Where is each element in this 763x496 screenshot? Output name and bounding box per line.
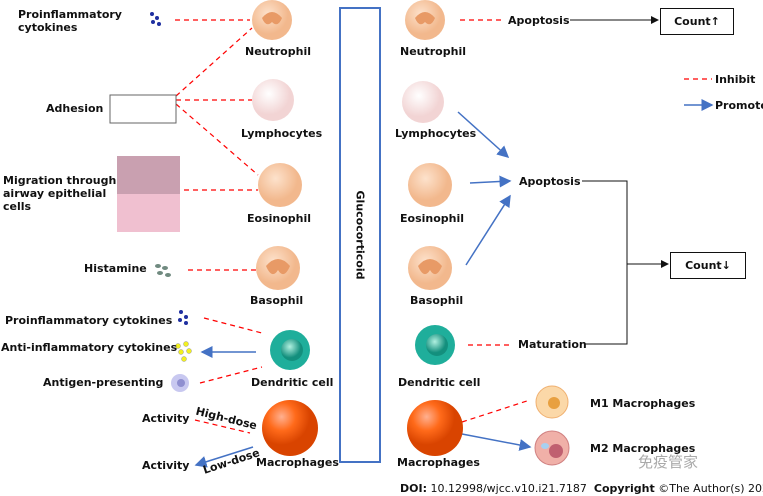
right-cell-label: Macrophages: [397, 456, 480, 469]
promote-arrows: [194, 99, 714, 468]
label-proinflammatory-cytokines: Proinflammatory cytokines: [18, 8, 122, 34]
glucocorticoid-box: Glucocorticoid: [339, 7, 381, 463]
label-activity-low: Activity: [142, 459, 190, 472]
migration-image: [117, 156, 180, 194]
label-m1-macrophages: M1 Macrophages: [590, 397, 696, 410]
macrophage-cell: [262, 400, 318, 456]
right-cell-label: Neutrophil: [400, 45, 466, 58]
copyright-label: Copyright: [593, 482, 655, 495]
black-connectors: [570, 16, 669, 345]
label-maturation: Maturation: [518, 338, 587, 351]
inhibit-lines: [175, 19, 712, 434]
right-cell-label: Eosinophil: [400, 212, 465, 225]
count-up-label: Count↑: [674, 15, 720, 28]
left-cell-label: Dendritic cell: [251, 376, 334, 389]
count-up-box: Count↑: [660, 8, 734, 35]
left-cell-label: Neutrophil: [245, 45, 311, 58]
right-cell-label: Lymphocytes: [395, 127, 477, 140]
footer: DOI: 10.12998/wjcc.v10.i21.7187 Copyrigh…: [400, 482, 763, 495]
watermark: 免疫管家: [638, 453, 699, 471]
doi: 10.12998/wjcc.v10.i21.7187: [430, 482, 587, 495]
copyright: ©The Author(s) 2022.: [658, 482, 763, 495]
legend-inhibit: Inhibit: [715, 73, 756, 86]
histamine-dots: [155, 264, 171, 277]
count-down-label: Count↓: [685, 259, 731, 272]
count-down-box: Count↓: [670, 252, 746, 279]
doi-label: DOI:: [400, 482, 427, 495]
label-adhesion: Adhesion: [46, 102, 104, 115]
right-cell-label: Dendritic cell: [398, 376, 481, 389]
label-antigen-presenting: Antigen-presenting: [43, 376, 164, 389]
legend-promote: Promote: [715, 99, 763, 112]
lymphocyte-cell: [252, 79, 294, 121]
right-cell-label: Basophil: [410, 294, 464, 307]
label-activity-high: Activity: [142, 412, 190, 425]
label-migration: Migration through airway epithelial cell…: [3, 174, 117, 213]
eosinophil-cell: [258, 163, 302, 207]
label-m2-macrophages: M2 Macrophages: [590, 442, 696, 455]
adhesion-image: [109, 94, 177, 124]
left-cell-label: Eosinophil: [247, 212, 312, 225]
label-proinflammatory-cytokines-dc: Proinflammatory cytokines: [5, 314, 173, 327]
label-apoptosis-neutrophil: Apoptosis: [508, 14, 570, 27]
label-anti-inflammatory: Anti-inflammatory cytokines: [1, 341, 178, 354]
left-cell-label: Macrophages: [256, 456, 339, 469]
left-cell-label: Basophil: [250, 294, 304, 307]
glucocorticoid-label: Glucocorticoid: [353, 190, 367, 280]
label-histamine: Histamine: [84, 262, 147, 275]
anti-inflammatory-dots: [175, 341, 192, 362]
cytokine-dots: [150, 12, 188, 325]
left-cell-label: Lymphocytes: [241, 127, 323, 140]
label-apoptosis: Apoptosis: [519, 175, 581, 188]
